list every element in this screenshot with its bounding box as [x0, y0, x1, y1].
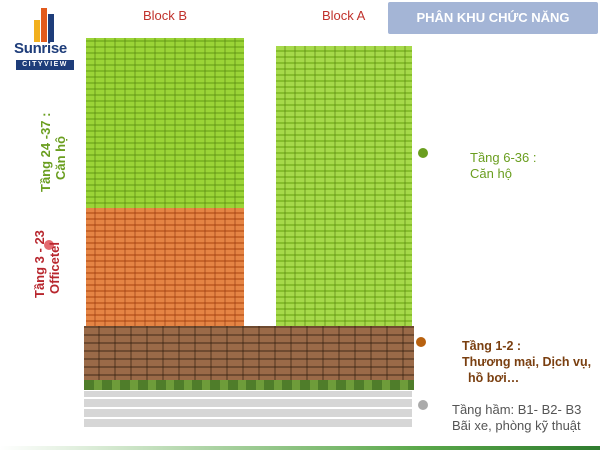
- basement-label: Tầng hầm: B1- B2- B3 Bãi xe, phòng kỹ th…: [452, 402, 582, 433]
- podium-commercial-zone: [84, 326, 414, 390]
- b-apartment-label: Tầng 24 -37 : Căn hộ: [38, 112, 68, 192]
- bottom-accent-line: [0, 446, 600, 450]
- podium-dot: [416, 337, 426, 347]
- basement-zone: [84, 391, 412, 427]
- block-b-officetel-zone: [86, 208, 244, 326]
- a-apartment-dot: [418, 148, 428, 158]
- logo-brand: Sunrise: [14, 40, 67, 57]
- b-officetel-label: Tầng 3 - 23 Officetel: [32, 230, 62, 298]
- block-b-apartment-zone: [86, 38, 244, 208]
- block-b-label: Block B: [143, 8, 188, 23]
- block-a-apartment-zone: [276, 46, 412, 326]
- logo-sub: CITYVIEW: [16, 60, 74, 70]
- block-a-label: Block A: [322, 8, 366, 23]
- sunrise-cityview-logo: Sunrise CITYVIEW: [12, 6, 78, 70]
- page-title: PHÂN KHU CHỨC NĂNG: [388, 2, 598, 34]
- podium-label: Tầng 1-2 : Thương mại, Dịch vụ, hồ bơi…: [462, 339, 592, 385]
- logo-bars-icon: [30, 6, 60, 42]
- basement-dot: [418, 400, 428, 410]
- officetel-dot: [44, 240, 54, 250]
- a-apartment-label: Tầng 6-36 : Căn hộ: [470, 150, 537, 181]
